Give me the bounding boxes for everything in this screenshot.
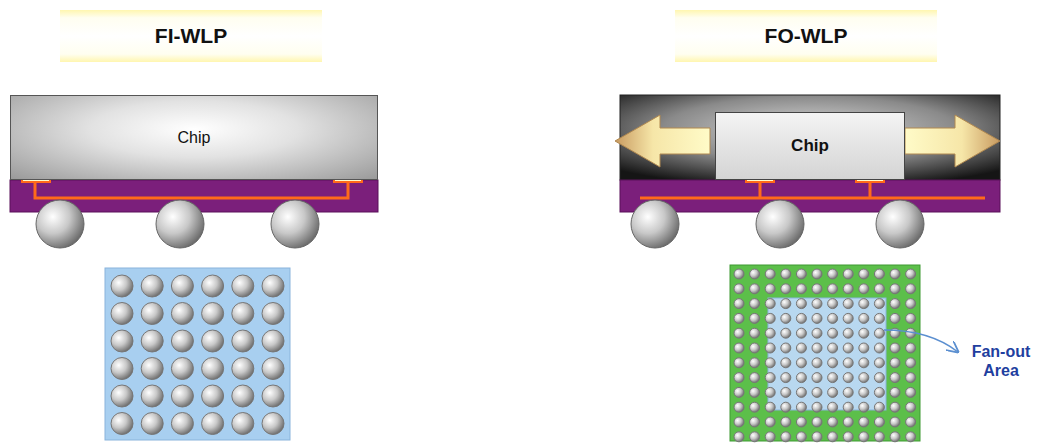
chip-label: Chip [178, 129, 211, 147]
title-band [60, 10, 322, 62]
title-band: FO-WLP [675, 10, 937, 62]
title-text: FO-WLP [765, 24, 848, 48]
title-band [675, 10, 937, 62]
solder-balls [36, 200, 924, 248]
fan-out-arrow [905, 115, 1000, 167]
chip-body: Chip [10, 95, 378, 180]
ball-array [111, 275, 284, 435]
redistribution-line [640, 182, 985, 198]
title-band: FI-WLP [60, 10, 322, 62]
fan-in-arrow [15, 115, 110, 165]
area-label: Fan-out Area [962, 342, 1040, 380]
fan-in-arrow [278, 115, 373, 165]
fan-out-arrow [615, 115, 710, 167]
ball-array [734, 269, 916, 442]
dielectric-layer [620, 180, 1000, 212]
fan-out-footprint [730, 265, 920, 441]
chip-die: Chip [715, 112, 905, 180]
leader-line [884, 330, 958, 352]
chip-label: Chip [791, 136, 829, 156]
redistribution-line [35, 182, 348, 198]
title-text: FI-WLP [155, 24, 227, 48]
fan-in-footprint [105, 268, 290, 440]
die-area [768, 298, 886, 410]
